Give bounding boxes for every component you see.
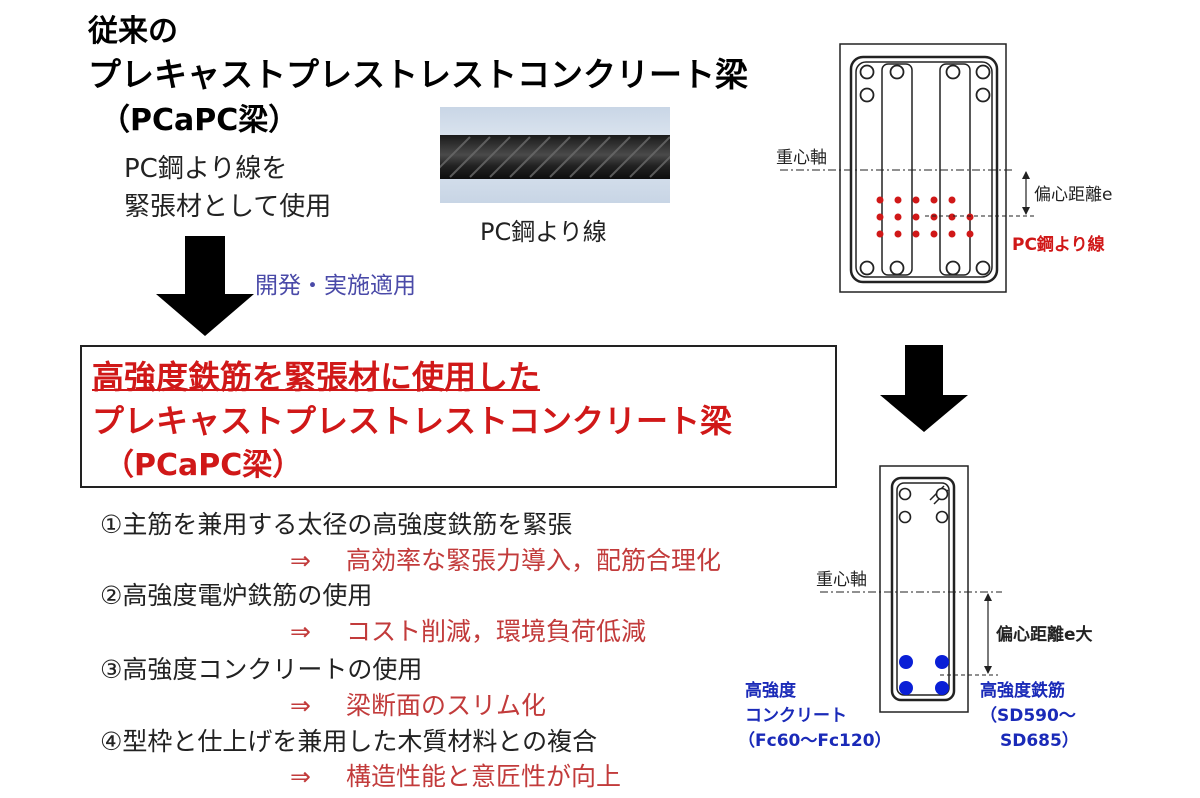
feature-1-result-text: 高効率な緊張力導入，配筋合理化 <box>346 546 722 575</box>
title-line-3: （PCaPC梁） <box>100 103 299 138</box>
concrete-label-line-2: コンクリート <box>745 706 847 726</box>
feature-2-arrow: ⇒ <box>290 617 311 646</box>
conventional-description-line-2: 緊張材として使用 <box>124 192 332 222</box>
old-strand-dots <box>876 196 974 238</box>
photo-caption: PC鋼より線 <box>480 218 607 246</box>
feature-2-label: ②高強度電炉鉄筋の使用 <box>100 581 373 610</box>
feature-3-arrow: ⇒ <box>290 691 311 720</box>
feature-4-label: ④型枠と仕上げを兼用した木質材料との複合 <box>100 727 598 756</box>
new-top-bars <box>898 487 949 524</box>
new-beam-title-line-3: （PCaPC梁） <box>104 448 303 483</box>
new-high-strength-bars <box>899 655 949 695</box>
title-line-2: プレキャストプレストレストコンクリート梁 <box>88 55 748 94</box>
feature-2-result: ⇒ コスト削減，環境負荷低減 <box>290 612 646 648</box>
new-eccentricity-label: 偏心距離e大 <box>996 624 1093 645</box>
rebar-label-line-1: 高強度鉄筋 <box>980 680 1065 701</box>
concrete-label-line-3: （Fc60〜Fc120） <box>738 730 892 751</box>
old-main-bars <box>859 64 991 276</box>
rebar-label-line-2: （SD590〜 <box>980 705 1076 726</box>
title-line-1: 従来の <box>88 14 178 49</box>
feature-3-result: ⇒ 梁断面のスリム化 <box>290 686 546 722</box>
pc-strand-image <box>440 135 670 179</box>
concrete-label-line-1: 高強度 <box>745 680 797 701</box>
new-centroid-axis-label: 重心軸 <box>816 570 867 590</box>
feature-3-result-text: 梁断面のスリム化 <box>346 691 547 720</box>
new-section-outline <box>879 465 969 713</box>
conventional-description: PC鋼より線を 緊張材として使用 <box>124 150 331 226</box>
new-beam-box <box>80 345 837 488</box>
new-beam-title-line-2: プレキャストプレストレストコンクリート梁 <box>92 402 733 440</box>
old-section-outline <box>839 43 1007 293</box>
development-label: 開発・実施適用 <box>255 273 416 299</box>
feature-1-result: ⇒ 高効率な緊張力導入，配筋合理化 <box>290 541 721 577</box>
rebar-label-line-3: SD685） <box>1000 730 1079 751</box>
feature-4-arrow: ⇒ <box>290 762 311 791</box>
feature-4-result: ⇒ 構造性能と意匠性が向上 <box>290 757 621 793</box>
conventional-description-line-1: PC鋼より線を <box>124 154 288 184</box>
feature-3-label: ③高強度コンクリートの使用 <box>100 655 423 684</box>
feature-4-result-text: 構造性能と意匠性が向上 <box>346 762 622 791</box>
old-eccentricity-label: 偏心距離e <box>1034 185 1112 205</box>
conventional-cross-section: 重心軸 偏心距離e PC鋼より線 <box>776 43 1112 293</box>
feature-1-arrow: ⇒ <box>290 546 311 575</box>
old-strand-label: PC鋼より線 <box>1012 234 1105 255</box>
development-arrow <box>156 236 254 336</box>
pc-strand-photo <box>440 107 670 203</box>
new-cross-section: 重心軸 偏心距離e大 高強度 コンクリート （Fc60〜Fc120） 高強度鉄筋… <box>738 465 1093 751</box>
new-beam-title-line-1: 高強度鉄筋を緊張材に使用した <box>92 358 541 396</box>
old-centroid-axis-label: 重心軸 <box>776 148 827 168</box>
new-stirrup-outer <box>890 476 956 702</box>
right-down-arrow <box>880 345 968 432</box>
new-stirrup-inner <box>896 482 950 696</box>
feature-1-label: ①主筋を兼用する太径の高強度鉄筋を緊張 <box>100 510 573 539</box>
feature-2-result-text: コスト削減，環境負荷低減 <box>346 617 647 646</box>
